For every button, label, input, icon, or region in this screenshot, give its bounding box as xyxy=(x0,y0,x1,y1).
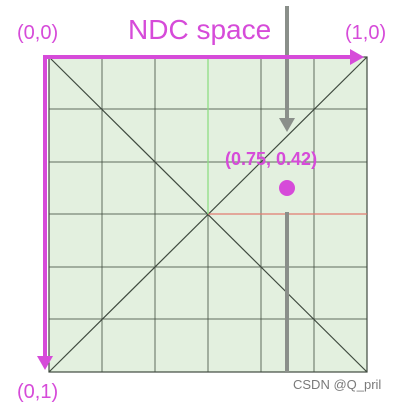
ndc-point-marker xyxy=(279,180,295,196)
top-right-corner-label: (1,0) xyxy=(345,22,386,44)
vertical-pointer xyxy=(279,6,295,372)
bottom-left-corner-label: (0,1) xyxy=(17,381,58,403)
vertical-pointer-arrowhead xyxy=(279,118,295,132)
ndc-space-title: NDC space xyxy=(128,14,271,45)
top-axis-arrowhead xyxy=(350,49,364,65)
point-coordinate-label: (0.75, 0.42) xyxy=(225,149,317,169)
ndc-axes xyxy=(37,49,364,370)
top-left-corner-label: (0,0) xyxy=(17,22,58,44)
left-axis-arrowhead xyxy=(37,356,53,370)
watermark-text: CSDN @Q_pril xyxy=(293,377,381,392)
